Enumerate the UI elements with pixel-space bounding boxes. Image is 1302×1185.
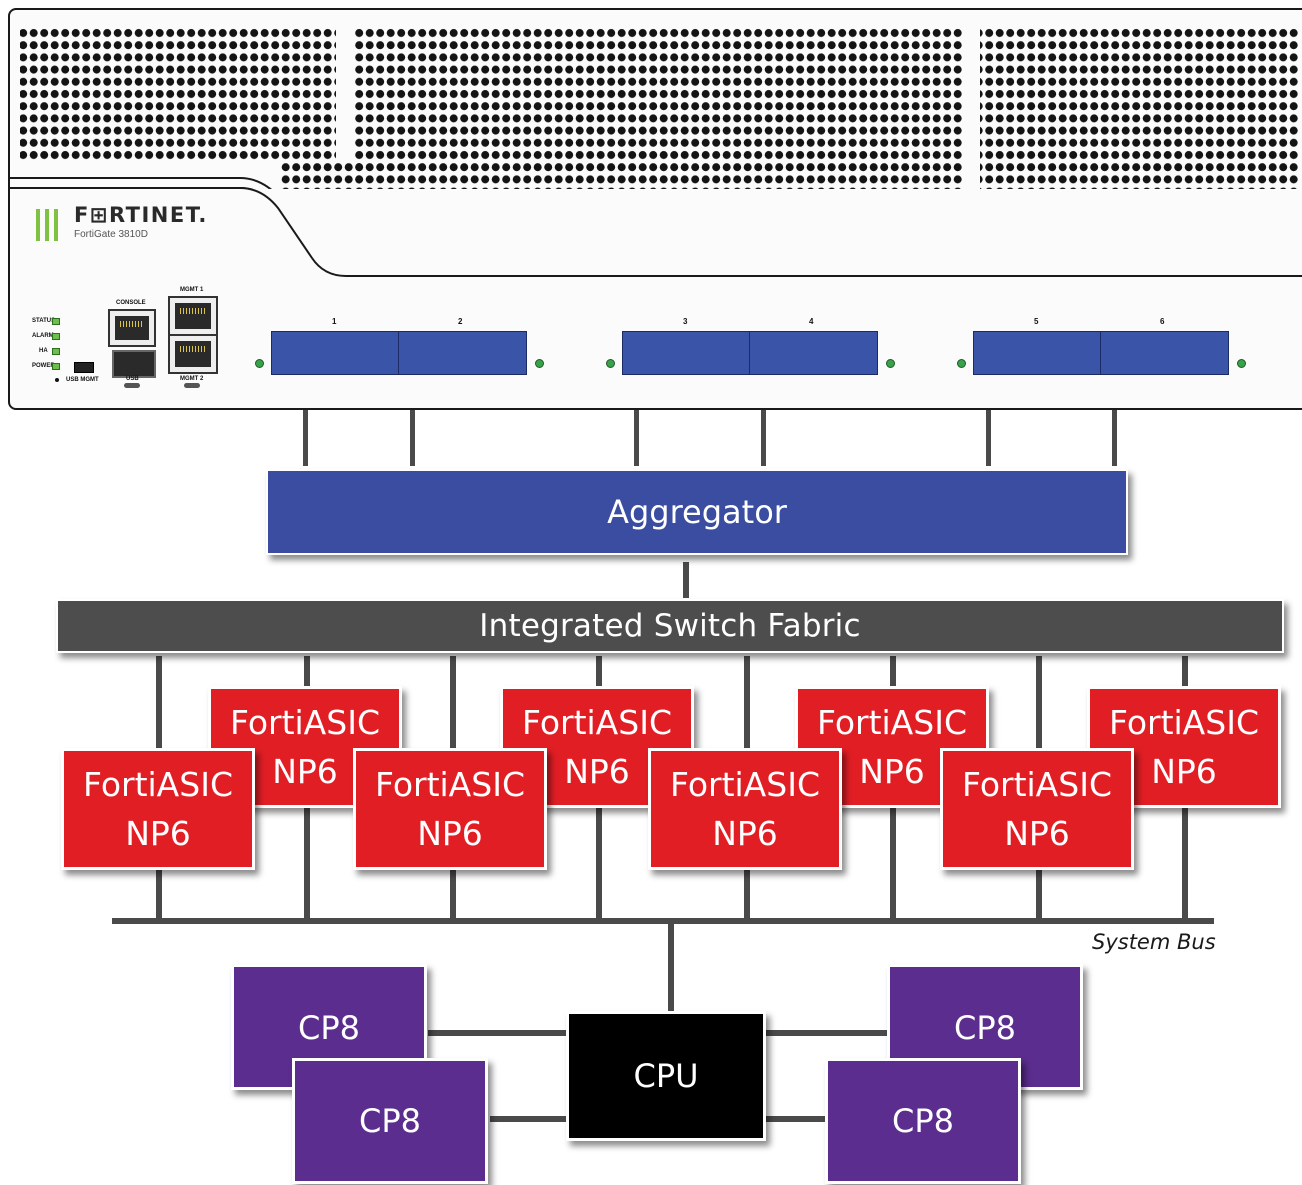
np6-sublabel: NP6 [125, 814, 191, 853]
cpu-cp8-link [764, 1116, 826, 1122]
np6-label: FortiASIC [962, 765, 1112, 804]
port-led [957, 359, 966, 368]
switch-fabric-block: Integrated Switch Fabric [56, 599, 1284, 653]
power-led [52, 363, 60, 370]
np6-label: FortiASIC [522, 703, 672, 742]
np6-chip: FortiASIC NP6 [648, 748, 842, 870]
led-label-ha: HA [39, 348, 48, 354]
np6-sublabel: NP6 [1004, 814, 1070, 853]
alarm-led [52, 333, 60, 340]
usb-mgmt-port [74, 362, 94, 373]
aggregator-block: Aggregator [266, 469, 1128, 555]
ha-led [52, 348, 60, 355]
port-number-1: 1 [332, 317, 337, 326]
cpu-cp8-link [490, 1116, 568, 1122]
usb-mgmt-label: USB MGMT [66, 377, 99, 383]
port-led [606, 359, 615, 368]
port-link [303, 410, 308, 466]
port-led [886, 359, 895, 368]
port-5 [973, 331, 1102, 375]
mgmt2-port [168, 334, 218, 374]
port-link [634, 410, 639, 466]
usb-label: USB [126, 376, 139, 382]
port-link [1112, 410, 1117, 466]
port-1 [271, 331, 400, 375]
aggregator-link [683, 562, 689, 598]
port-led [255, 359, 264, 368]
np6-sublabel: NP6 [712, 814, 778, 853]
port-number-6: 6 [1160, 317, 1165, 326]
mgmt-indicator [184, 383, 200, 388]
np6-chip: FortiASIC NP6 [61, 748, 255, 870]
np6-label: FortiASIC [670, 765, 820, 804]
port-3 [622, 331, 751, 375]
np6-label: FortiASIC [817, 703, 967, 742]
np6-sublabel: NP6 [272, 752, 338, 791]
port-number-2: 2 [458, 317, 463, 326]
mgmt1-label: MGMT 1 [180, 287, 204, 293]
np6-label: FortiASIC [230, 703, 380, 742]
port-6 [1100, 331, 1229, 375]
cpu-cp8-link [764, 1030, 890, 1036]
port-link [410, 410, 415, 466]
np6-chip: FortiASIC NP6 [353, 748, 547, 870]
np6-sublabel: NP6 [417, 814, 483, 853]
mgmt2-label: MGMT 2 [180, 376, 204, 382]
fortinet-bars-icon [36, 207, 66, 241]
port-link [761, 410, 766, 466]
brand-name: F⊞RTINET. [74, 203, 208, 227]
led-label-power: POWER [32, 363, 55, 369]
console-label: CONSOLE [116, 300, 146, 306]
reset-pinhole [55, 378, 59, 382]
console-port [108, 309, 156, 347]
cpu-cp8-link [428, 1030, 568, 1036]
np6-label: FortiASIC [83, 765, 233, 804]
port-led [1237, 359, 1246, 368]
np6-chip: FortiASIC NP6 [940, 748, 1134, 870]
np6-sublabel: NP6 [1151, 752, 1217, 791]
ventilation-grille [10, 26, 1302, 401]
cpu-block: CPU [566, 1011, 766, 1141]
port-led [535, 359, 544, 368]
np6-label: FortiASIC [1109, 703, 1259, 742]
np6-sublabel: NP6 [564, 752, 630, 791]
status-led [52, 318, 60, 325]
usb-port [112, 350, 156, 378]
mgmt1-port [168, 296, 218, 336]
port-number-3: 3 [683, 317, 688, 326]
np6-sublabel: NP6 [859, 752, 925, 791]
cp8-chip: CP8 [292, 1058, 488, 1184]
port-number-5: 5 [1034, 317, 1039, 326]
led-label-alarm: ALARM [32, 333, 54, 339]
system-bus-line [112, 918, 1214, 924]
led-label-status: STATUS [32, 318, 56, 324]
port-4 [749, 331, 878, 375]
bus-to-cpu-link [668, 920, 674, 1012]
port-2 [398, 331, 527, 375]
np6-label: FortiASIC [375, 765, 525, 804]
port-link [986, 410, 991, 466]
usb-indicator [124, 383, 140, 388]
cp8-chip: CP8 [825, 1058, 1021, 1184]
system-bus-label: System Bus [1092, 930, 1216, 954]
model-name: FortiGate 3810D [74, 229, 148, 240]
port-number-4: 4 [809, 317, 814, 326]
